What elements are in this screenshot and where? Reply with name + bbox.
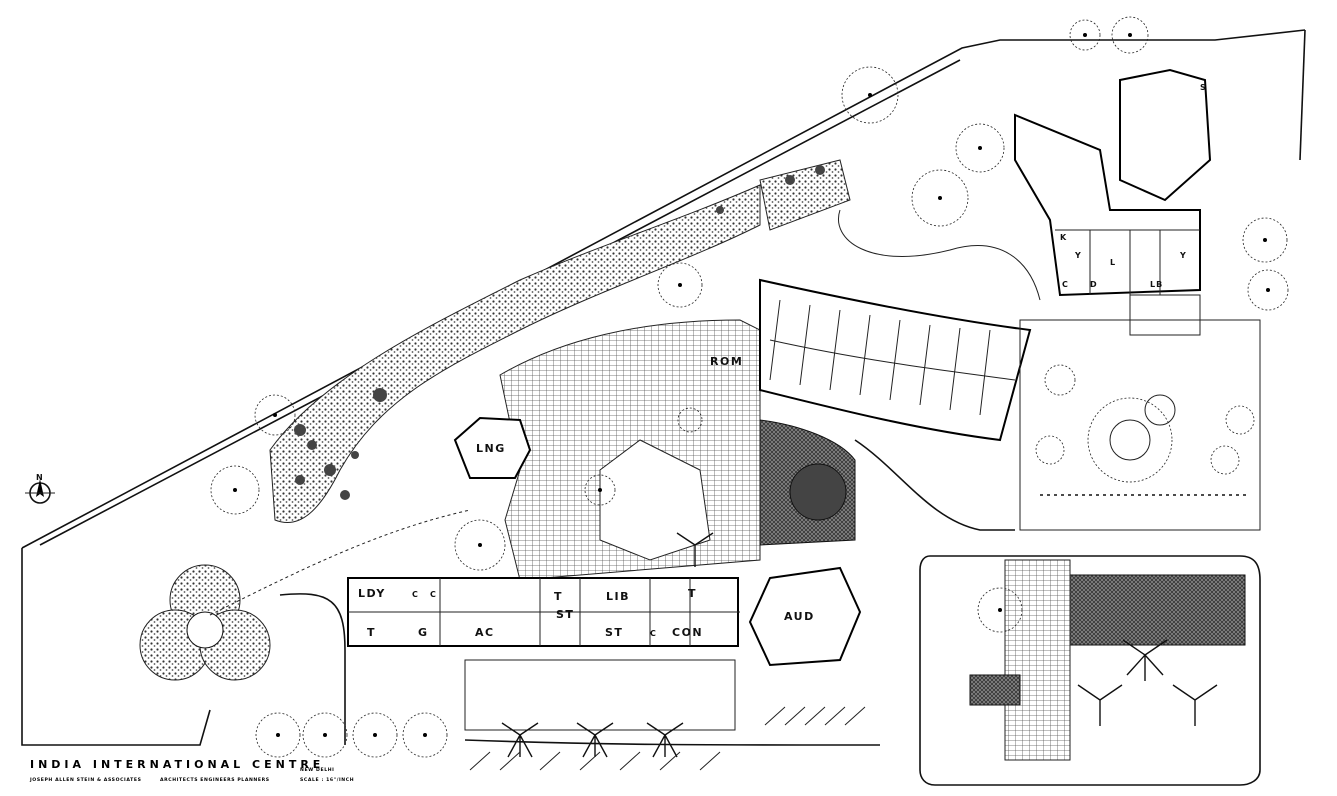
drawing-title: INDIA INTERNATIONAL CENTRE xyxy=(30,758,324,771)
courtyard-pool xyxy=(599,439,711,561)
east-garden xyxy=(1019,319,1261,531)
drawing-city: NEW DELHI xyxy=(300,767,334,773)
room-label-lng: LNG xyxy=(476,442,506,455)
room-label-c-4: C xyxy=(1062,280,1069,289)
room-label-st-2: ST xyxy=(605,626,623,639)
title-block: INDIA INTERNATIONAL CENTRE JOSEPH ALLEN … xyxy=(29,758,354,783)
room-labels: LNG ROM LDY LIB AUD AC CON ST ST T T T G… xyxy=(358,83,1207,639)
garden-pavilion xyxy=(139,564,271,681)
garden-lawn xyxy=(269,184,761,523)
room-label-ac: AC xyxy=(475,626,495,639)
room-label-s: S xyxy=(1200,83,1207,92)
room-label-rom: ROM xyxy=(710,355,743,368)
residential-rooms xyxy=(769,299,1016,416)
room-label-y-2: Y xyxy=(1179,251,1187,260)
room-label-k: K xyxy=(1060,233,1067,242)
room-label-lib: LIB xyxy=(606,590,630,603)
room-label-y-1: Y xyxy=(1074,251,1082,260)
room-label-lb: LB xyxy=(1150,280,1163,289)
parking xyxy=(469,706,866,771)
room-label-c-3: C xyxy=(650,629,657,638)
room-label-l: L xyxy=(1110,258,1116,267)
room-label-ldy: LDY xyxy=(358,587,386,600)
firm-profession: ARCHITECTS ENGINEERS PLANNERS xyxy=(160,777,270,783)
north-letter: N xyxy=(36,473,44,482)
room-label-con: CON xyxy=(672,626,703,639)
firm-name: JOSEPH ALLEN STEIN & ASSOCIATES xyxy=(29,777,142,783)
library-wing xyxy=(347,577,740,647)
room-label-c-2: C xyxy=(430,590,437,599)
room-label-d: D xyxy=(1090,280,1098,289)
room-label-g: G xyxy=(418,626,429,639)
shrubs xyxy=(294,165,825,500)
southeast-block xyxy=(919,555,1261,786)
auditorium xyxy=(748,566,862,667)
room-label-st-1: ST xyxy=(556,608,574,621)
fountain xyxy=(789,463,847,521)
lounge xyxy=(453,416,532,479)
room-label-aud: AUD xyxy=(784,610,815,623)
paths xyxy=(209,209,1041,746)
room-label-t-1: T xyxy=(367,626,376,639)
north-arrow: N xyxy=(25,473,55,504)
room-label-c-1: C xyxy=(412,590,419,599)
room-label-t-2: T xyxy=(554,590,563,603)
trees xyxy=(210,16,1289,758)
room-label-t-3: T xyxy=(688,587,697,600)
star-trees xyxy=(501,532,1218,758)
garden-north xyxy=(759,159,851,231)
guest-block xyxy=(1014,68,1212,336)
drawing-scale: SCALE : 16"/INCH xyxy=(300,777,354,783)
